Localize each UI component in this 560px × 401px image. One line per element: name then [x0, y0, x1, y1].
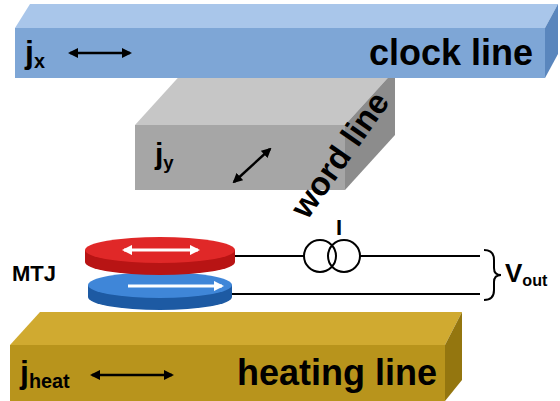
conductor-line: jheat heating line — [10, 345, 445, 401]
current-arrow — [70, 52, 130, 55]
component-label: MTJ — [12, 262, 56, 286]
current-arrow — [234, 149, 270, 182]
line-name: heating line — [237, 353, 437, 393]
line-name: clock line — [369, 33, 533, 73]
mtj-stack — [85, 237, 235, 310]
clock-line-bar — [15, 4, 558, 78]
current-arrow — [92, 374, 172, 377]
source-label: I — [336, 216, 342, 240]
conductor-line: jyword line — [135, 125, 345, 190]
heating-line-bar — [10, 312, 462, 401]
current-source-circuit — [232, 240, 501, 300]
conductor-line: jx clock line — [15, 28, 545, 78]
signal-name: Vout — [505, 259, 547, 288]
current-density: jy — [155, 137, 174, 170]
current-density: jheat — [20, 355, 70, 390]
current-density: jx — [25, 35, 45, 70]
